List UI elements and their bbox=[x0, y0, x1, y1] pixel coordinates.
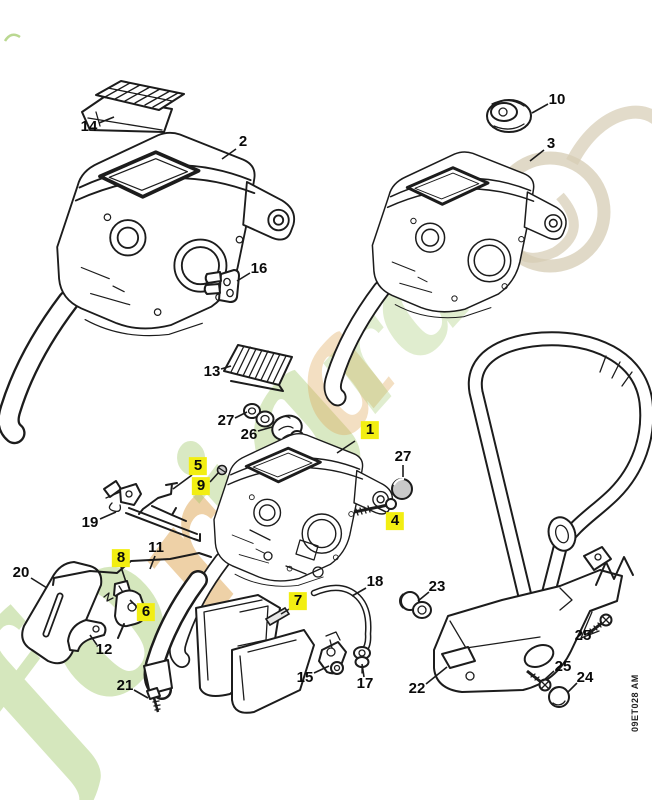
part-label-22-25: 22 bbox=[408, 680, 426, 698]
part-13-grate bbox=[223, 344, 293, 392]
part-label-15-22: 15 bbox=[296, 669, 314, 687]
assembly-1-motor-housing bbox=[143, 434, 392, 714]
leader-line-24-28 bbox=[567, 682, 578, 693]
leader-line-16-4 bbox=[236, 272, 251, 282]
part-label-18-21: 18 bbox=[366, 573, 384, 591]
part-label-26-7: 26 bbox=[240, 426, 258, 444]
part-label-16-4: 16 bbox=[250, 260, 268, 278]
part-18-fuel-hose bbox=[310, 584, 372, 656]
leader-line-6-17 bbox=[129, 599, 139, 609]
part-label-13-5: 13 bbox=[203, 363, 221, 381]
leader-line-3-3 bbox=[529, 149, 545, 162]
part-label-27-6: 27 bbox=[217, 412, 235, 430]
part-27-grommet-pair bbox=[243, 403, 275, 428]
leader-lines bbox=[30, 103, 602, 699]
leader-line-18-21 bbox=[351, 587, 367, 597]
part-11-wire-link bbox=[52, 552, 212, 586]
part-5-rod bbox=[138, 482, 178, 515]
part-label-5-highlighted-11[interactable]: 5 bbox=[188, 457, 208, 475]
watermark-logo-swoosh bbox=[566, 105, 652, 166]
part-label-12-18: 12 bbox=[95, 641, 113, 659]
part-label-4-highlighted-10[interactable]: 4 bbox=[385, 512, 405, 530]
leader-line-11-16 bbox=[149, 555, 156, 570]
part-label-3-3: 3 bbox=[546, 135, 556, 153]
part-14-air-filter bbox=[81, 80, 185, 133]
leader-line-10-2 bbox=[531, 103, 549, 114]
leader-line-15-22 bbox=[313, 665, 330, 674]
leader-line-19-13 bbox=[99, 511, 117, 520]
part-label-25-27: 25 bbox=[554, 658, 572, 676]
leader-line-23-24 bbox=[417, 591, 430, 602]
leader-line-21-19 bbox=[133, 689, 149, 699]
part-25-screw-lower bbox=[526, 669, 552, 692]
part-21-screw bbox=[146, 687, 161, 713]
part-12-lever bbox=[67, 619, 107, 652]
part-label-2-1: 2 bbox=[238, 133, 248, 151]
part-4-bolt bbox=[353, 498, 397, 516]
part-label-9-highlighted-12[interactable]: 9 bbox=[191, 477, 211, 495]
part-27-cap bbox=[391, 477, 413, 500]
part-23-buffer-bushing bbox=[399, 591, 432, 619]
leader-line-8-15 bbox=[120, 566, 127, 583]
watermark-corner-mark bbox=[3, 33, 21, 42]
leader-line-14-0 bbox=[98, 116, 115, 124]
part-9-nut bbox=[216, 464, 228, 476]
part-10-fuel-cap bbox=[486, 99, 532, 133]
leader-line-13-5 bbox=[220, 365, 232, 370]
figure-code: 09ET028 AM bbox=[630, 674, 640, 732]
leader-line-2-1 bbox=[221, 148, 237, 160]
leader-line-25-27 bbox=[542, 670, 555, 682]
part-label-20-14: 20 bbox=[12, 564, 30, 582]
part-16-connector bbox=[203, 269, 240, 303]
leader-line-17-23 bbox=[361, 663, 365, 678]
leader-line-25-26 bbox=[590, 622, 602, 632]
part-label-7-highlighted-20[interactable]: 7 bbox=[288, 592, 308, 610]
part-label-17-23: 17 bbox=[356, 675, 374, 693]
part-15-clamp bbox=[318, 631, 347, 675]
part-label-6-highlighted-17[interactable]: 6 bbox=[136, 603, 156, 621]
leader-line-5-11 bbox=[172, 474, 193, 490]
part-label-19-13: 19 bbox=[81, 514, 99, 532]
leader-line-1-8 bbox=[336, 440, 356, 454]
leader-line-27-6 bbox=[234, 411, 248, 419]
leader-line-26-7 bbox=[257, 426, 273, 432]
part-label-1-highlighted-8[interactable]: 1 bbox=[360, 421, 380, 439]
part-label-25-26: 25 bbox=[574, 627, 592, 645]
part-label-8-highlighted-15[interactable]: 8 bbox=[111, 549, 131, 567]
part-label-27-9: 27 bbox=[394, 448, 412, 466]
part-label-21-19: 21 bbox=[116, 677, 134, 695]
leader-line-9-12 bbox=[209, 471, 220, 483]
part-label-23-24: 23 bbox=[428, 578, 446, 596]
part-label-10-2: 10 bbox=[548, 91, 566, 109]
part-19-lever-linkage bbox=[103, 480, 201, 542]
part-24-cap bbox=[548, 686, 570, 708]
leader-line-12-18 bbox=[89, 634, 98, 646]
part-label-14-0: 14 bbox=[80, 118, 98, 136]
leader-line-20-14 bbox=[30, 577, 48, 589]
assembly-handlebar bbox=[467, 331, 652, 650]
part-17-grommet bbox=[353, 646, 371, 674]
leader-line-22-25 bbox=[425, 666, 448, 685]
part-20-hand-guard bbox=[21, 561, 103, 665]
part-label-11-16: 11 bbox=[148, 539, 164, 557]
part-label-24-28: 24 bbox=[576, 669, 594, 687]
